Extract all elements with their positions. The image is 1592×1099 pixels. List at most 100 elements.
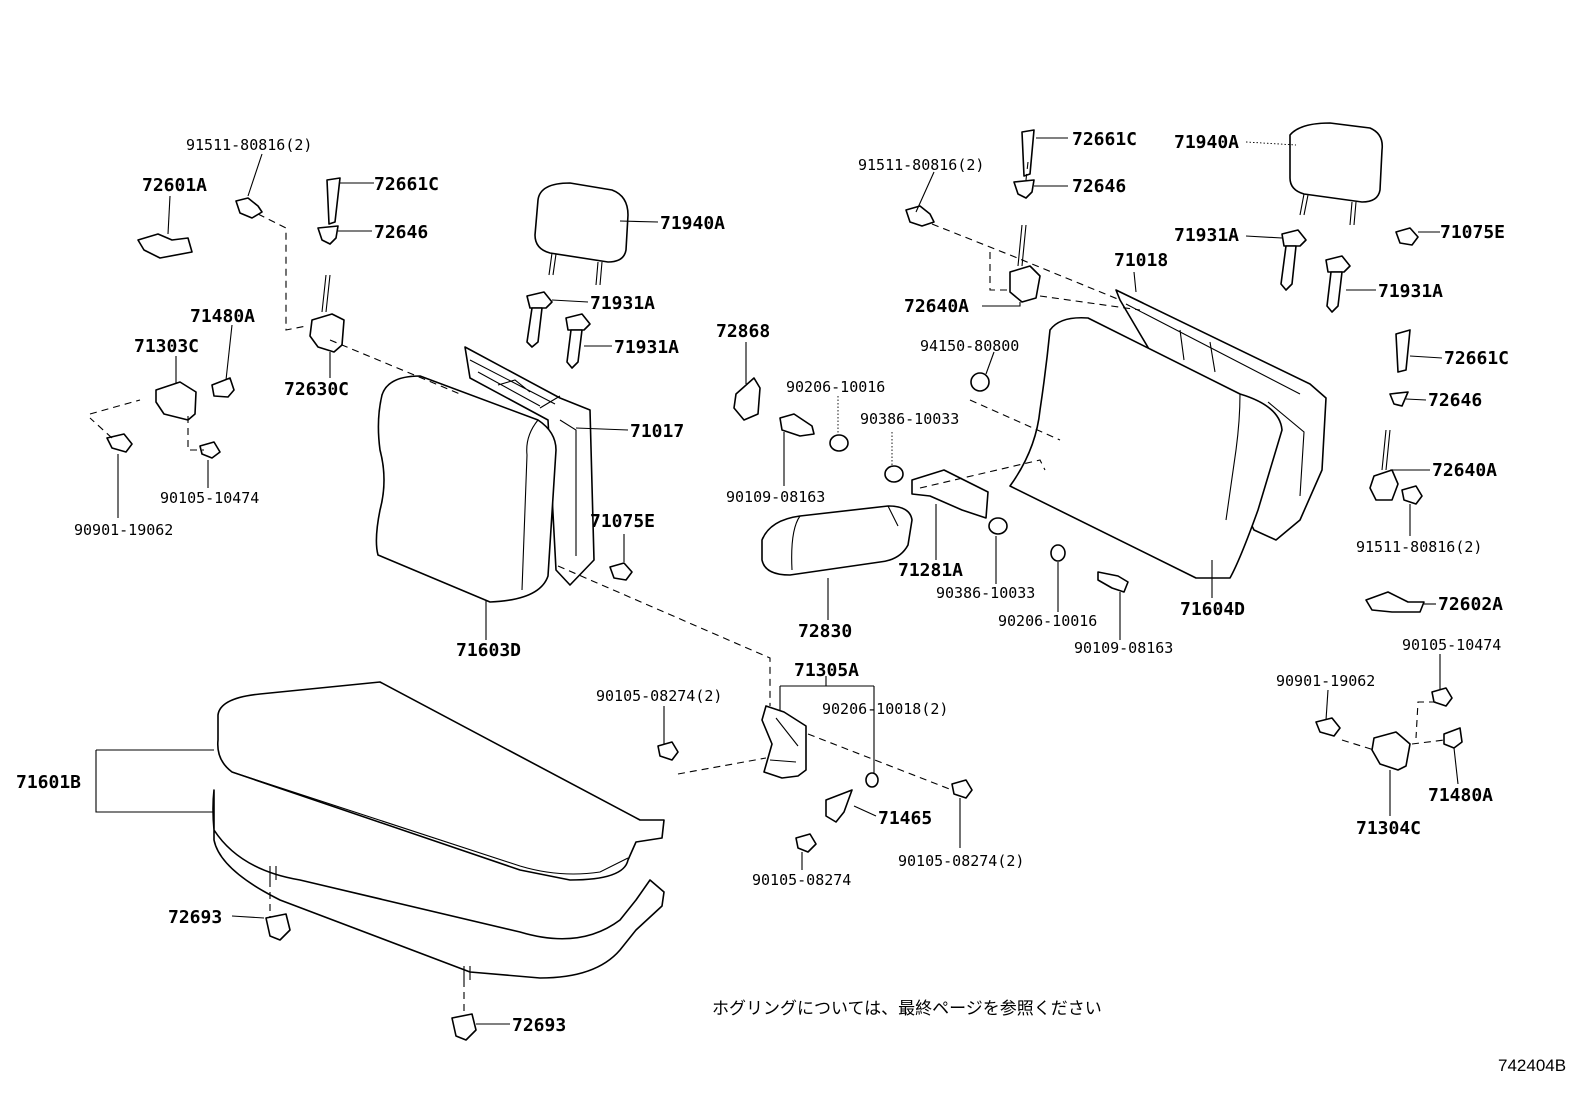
label-90105-10474-left: 90105-10474 xyxy=(160,489,259,507)
lock-72640A-right xyxy=(1369,429,1399,501)
screw-90105-left xyxy=(199,441,221,459)
guide-71931A-right-1 xyxy=(1280,229,1307,291)
hook-72693-b xyxy=(451,1013,477,1041)
label-90386-10033-bottom: 90386-10033 xyxy=(936,584,1035,602)
label-90105-08274-2-left: 90105-08274(2) xyxy=(596,687,722,705)
clip-72601A xyxy=(137,233,193,259)
label-72693-b: 72693 xyxy=(512,1015,566,1036)
label-71931A-right-1: 71931A xyxy=(1174,225,1239,246)
label-72646-left: 72646 xyxy=(374,222,428,243)
label-90901-19062-right: 90901-19062 xyxy=(1276,672,1375,690)
bolt-91511-right xyxy=(905,205,935,227)
label-71075E-left: 71075E xyxy=(590,511,655,532)
label-71931A-left-1: 71931A xyxy=(590,293,655,314)
screw-90901-left xyxy=(106,433,133,453)
guide-71931A-right-1-stem xyxy=(1280,245,1297,291)
label-90105-10474-right: 90105-10474 xyxy=(1402,636,1501,654)
diagram-code: 742404B xyxy=(1498,1056,1567,1075)
label-71931A-right-2: 71931A xyxy=(1378,281,1443,302)
label-71281A: 71281A xyxy=(898,560,963,581)
label-72661C-right: 72661C xyxy=(1072,129,1137,150)
seatback-71604D xyxy=(1009,316,1283,579)
label-71601B: 71601B xyxy=(16,772,81,793)
bush-90386-top xyxy=(884,465,904,483)
footnote: ホグリングについては、最終ページを参照ください xyxy=(712,999,1102,1019)
screw-90105-08274 xyxy=(795,833,817,853)
label-71305A: 71305A xyxy=(794,660,859,681)
label-90206-10016-right: 90206-10016 xyxy=(998,612,1097,630)
bolt-90109-right xyxy=(1097,571,1129,593)
screw-90105-08274-2a xyxy=(657,741,679,761)
label-72661C-rr: 72661C xyxy=(1444,348,1509,369)
label-94150-80800: 94150-80800 xyxy=(920,337,1019,355)
hook-71480A-right xyxy=(1443,727,1463,749)
label-72646-right: 72646 xyxy=(1072,176,1126,197)
label-71465: 71465 xyxy=(878,808,932,829)
label-72630C: 72630C xyxy=(284,379,349,400)
label-71480A-right: 71480A xyxy=(1428,785,1493,806)
lock-72640A-top xyxy=(1009,129,1041,303)
label-72602A: 72602A xyxy=(1438,594,1503,615)
bolt-91511-left xyxy=(235,197,263,219)
label-90206-10016-left: 90206-10016 xyxy=(786,378,885,396)
label-72646-rr: 72646 xyxy=(1428,390,1482,411)
label-71303C: 71303C xyxy=(134,336,199,357)
seatback-71603D xyxy=(375,375,557,603)
label-90105-08274: 90105-08274 xyxy=(752,871,851,889)
headrest-71940A-right xyxy=(1289,122,1384,226)
clip-72602A xyxy=(1365,591,1425,613)
hook-71480A-left xyxy=(211,377,235,398)
cover-71304C xyxy=(1371,731,1411,771)
nut-94150 xyxy=(970,372,990,392)
label-90105-08274-2-right: 90105-08274(2) xyxy=(898,852,1024,870)
label-90109-08163-right: 90109-08163 xyxy=(1074,639,1173,657)
label-72693-a: 72693 xyxy=(168,907,222,928)
guide-71931A-left-1 xyxy=(526,291,553,348)
seat-cushion-71601B xyxy=(212,681,665,980)
label-71480A-left: 71480A xyxy=(190,306,255,327)
hook-72693-a xyxy=(265,913,291,941)
guide-71931A-left-2 xyxy=(565,313,591,369)
label-91511-80816-left: 91511-80816(2) xyxy=(186,136,312,154)
label-72640A-right: 72640A xyxy=(1432,460,1497,481)
label-91511-80816-right: 91511-80816(2) xyxy=(858,156,984,174)
label-71940A-right: 71940A xyxy=(1174,132,1239,153)
clip-71075E-right xyxy=(1395,227,1419,246)
armrest-72830 xyxy=(761,505,913,576)
bush-90386-bottom xyxy=(988,517,1008,535)
screw-90901-right xyxy=(1315,717,1341,737)
bolt-90109-left xyxy=(779,413,815,437)
clip-71075E-left xyxy=(609,562,633,581)
label-72868: 72868 xyxy=(716,321,770,342)
label-71604D: 71604D xyxy=(1180,599,1245,620)
screw-90105-08274-2b xyxy=(951,779,973,799)
label-72830: 72830 xyxy=(798,621,852,642)
washer-90206-right xyxy=(1050,544,1066,562)
label-90901-19062-left: 90901-19062 xyxy=(74,521,173,539)
label-71304C: 71304C xyxy=(1356,818,1421,839)
hinge-71305A xyxy=(761,705,807,779)
label-71603D: 71603D xyxy=(456,640,521,661)
bracket-71281A xyxy=(911,469,989,519)
knob-72661C-right xyxy=(1395,329,1411,373)
label-71017: 71017 xyxy=(630,421,684,442)
washer-90206-left xyxy=(829,434,849,452)
cover-71303C xyxy=(155,381,197,421)
label-71018: 71018 xyxy=(1114,250,1168,271)
screw-90105-right xyxy=(1431,687,1453,707)
lock-72630C xyxy=(309,177,345,353)
knob-base-72646-right xyxy=(1389,391,1409,407)
label-90206-10018: 90206-10018(2) xyxy=(822,700,948,718)
label-90109-08163-left: 90109-08163 xyxy=(726,488,825,506)
label-72640A-left: 72640A xyxy=(904,296,969,317)
seatback-frame-71017 xyxy=(464,346,595,586)
bolt-91511-rr xyxy=(1401,485,1423,505)
label-71075E-right: 71075E xyxy=(1440,222,1505,243)
label-91511-80816-rr: 91511-80816(2) xyxy=(1356,538,1482,556)
guide-71931A-right-2 xyxy=(1325,255,1351,313)
label-72661C-left: 72661C xyxy=(374,174,439,195)
lever-71465 xyxy=(825,789,853,823)
cover-72868 xyxy=(733,377,761,421)
label-71940A-left: 71940A xyxy=(660,213,725,234)
